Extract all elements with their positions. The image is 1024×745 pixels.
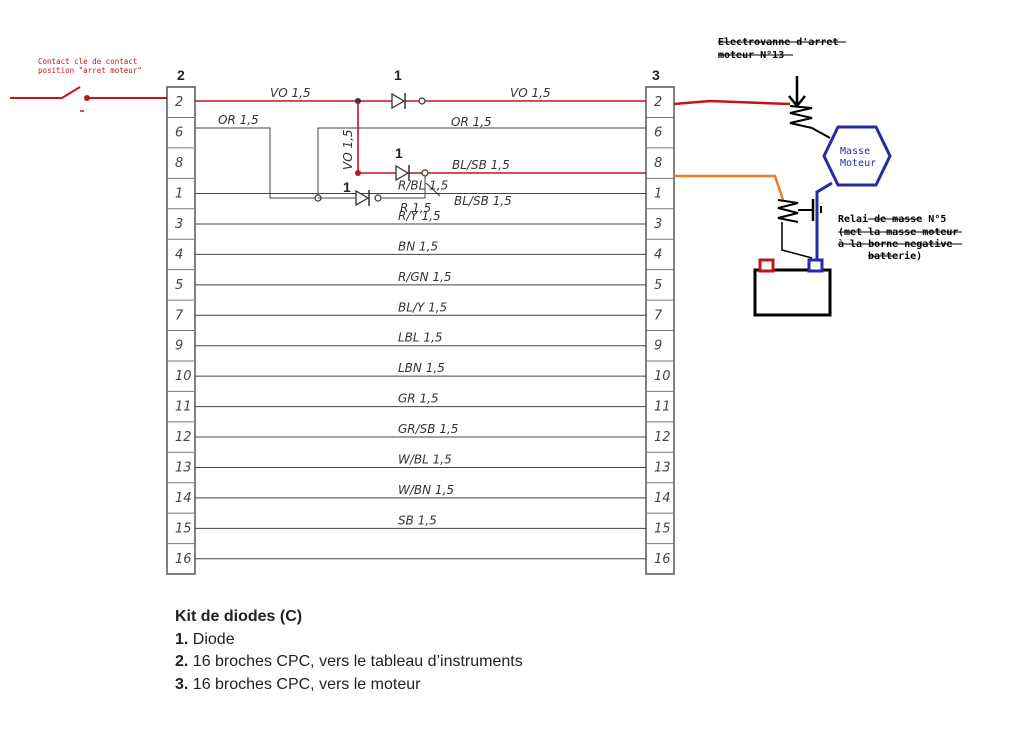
pin-right-9: 9: [654, 339, 662, 354]
pin-right-3: 3: [654, 217, 662, 232]
relai-coil-icon: [777, 199, 799, 223]
contact-switch-terminal: [84, 95, 90, 101]
legend-item-1: 1. Diode: [175, 629, 523, 652]
label-or-right: OR 1,5: [451, 115, 492, 129]
label-or-left: OR 1,5: [218, 113, 259, 127]
battery-body: [753, 268, 832, 317]
pin-left-16: 16: [175, 552, 192, 567]
legend-item-3-number: 3.: [175, 675, 189, 693]
pin-left-6: 6: [175, 126, 183, 141]
label-blsb-upper: BL/SB 1,5: [452, 158, 510, 172]
coil-to-masse: [811, 127, 831, 139]
pin-left-2: 2: [175, 95, 183, 110]
battery-negative-terminal: [807, 258, 824, 273]
legend-title: Kit de diodes (C): [175, 608, 303, 625]
pin-left-9: 9: [175, 339, 183, 354]
wire-label-4: BN 1,5: [398, 239, 438, 253]
diode-number-mid: 1: [395, 145, 403, 161]
wire-orange-pin8: [674, 174, 785, 201]
pin-left-15: 15: [175, 521, 192, 536]
pin-left-4: 4: [175, 247, 183, 262]
wire-or-left: [195, 127, 318, 199]
masse-moteur-line1: Masse: [840, 146, 870, 157]
legend-item-1-number: 1.: [175, 630, 189, 648]
relai-return-wire: [781, 222, 813, 259]
legend-item-3: 3. 16 broches CPC, vers le moteur: [175, 674, 523, 697]
pin-right-10: 10: [654, 369, 671, 384]
pin-right-16: 16: [654, 552, 671, 567]
pin-left-11: 11: [175, 400, 192, 415]
pin-right-12: 12: [654, 430, 671, 445]
wire-label-1: R/BL 1,5: [398, 179, 448, 193]
diode-mid-icon: [395, 164, 410, 182]
wire-or-right: [317, 127, 646, 198]
battery-positive-terminal: [758, 258, 775, 273]
pin-left-13: 13: [175, 460, 192, 475]
pin-right-4: 4: [654, 247, 662, 262]
pin-right-11: 11: [654, 400, 671, 415]
wire-label-3: R/Y 1,5: [398, 209, 441, 223]
label-r: R 1,5: [400, 201, 431, 215]
legend-item-2-number: 2.: [175, 653, 189, 670]
wire-label-15: SB 1,5: [398, 513, 437, 527]
blsb-pointer-arrow: [425, 182, 441, 197]
wire-label-11: GR 1,5: [398, 392, 439, 406]
label-vo-vertical: VO 1,5: [341, 129, 355, 170]
diode-top-node: [418, 97, 426, 105]
legend-item-3-text: 16 broches CPC, vers le moteur: [188, 675, 421, 693]
pin-left-10: 10: [175, 369, 192, 384]
pin-left-12: 12: [175, 430, 192, 445]
connector-right-number: 3: [652, 67, 660, 83]
wire-red-to-electrovanne: [673, 99, 791, 106]
pin-right-7: 7: [654, 308, 663, 323]
pin-right-8: 8: [654, 156, 662, 171]
masse-moteur-hexagon: [822, 125, 892, 187]
diode-top-icon: [391, 92, 406, 110]
diode-mid-node: [421, 169, 429, 177]
legend-item-2: 2. 16 broches CPC, vers le tableau d’ins…: [175, 651, 523, 674]
pin-left-14: 14: [175, 491, 192, 506]
pin-left-1: 1: [175, 187, 183, 202]
legend-item-2-text: 16 broches CPC, vers le tableau d’instru…: [188, 653, 523, 670]
wire-label-10: LBN 1,5: [398, 361, 445, 375]
wire-label-7: BL/Y 1,5: [398, 300, 447, 314]
pin-right-6: 6: [654, 126, 662, 141]
label-vo-left: VO 1,5: [270, 86, 311, 100]
pin-right-14: 14: [654, 491, 671, 506]
diode-low-node: [374, 194, 382, 202]
electrovanne-coil-icon: [789, 105, 813, 129]
pin-left-3: 3: [175, 217, 183, 232]
pin-left-7: 7: [175, 308, 184, 323]
contact-label-line2: position "arret moteur": [38, 66, 142, 75]
pin-right-15: 15: [654, 521, 671, 536]
diode-number-low: 1: [343, 179, 351, 195]
label-blsb-pointer: BL/SB 1,5: [454, 194, 512, 208]
pin-right-2: 2: [654, 95, 662, 110]
diode-number-top: 1: [394, 67, 402, 83]
contact-label-line1: Contact cle de contact: [38, 57, 137, 66]
pin-right-1: 1: [654, 187, 662, 202]
legend: Kit de diodes (C) 1. Diode 2. 16 broches…: [175, 606, 523, 696]
masse-moteur-line2: Moteur: [840, 158, 876, 169]
legend-item-1-text: Diode: [188, 630, 235, 648]
pin-right-13: 13: [654, 460, 671, 475]
label-vo-right: VO 1,5: [510, 86, 551, 100]
wire-blue-masse-to-relai: [815, 181, 833, 210]
connector-left-number: 2: [177, 67, 185, 83]
wire-label-13: W/BL 1,5: [398, 452, 452, 466]
pin-left-5: 5: [175, 278, 183, 293]
wire-label-9: LBL 1,5: [398, 331, 443, 345]
pin-left-8: 8: [175, 156, 183, 171]
wire-label-5: R/GN 1,5: [398, 270, 452, 284]
contact-switch-lever: [61, 86, 81, 99]
pin-right-5: 5: [654, 278, 662, 293]
wire-label-12: GR/SB 1,5: [398, 422, 458, 436]
wire-label-14: W/BN 1,5: [398, 483, 454, 497]
